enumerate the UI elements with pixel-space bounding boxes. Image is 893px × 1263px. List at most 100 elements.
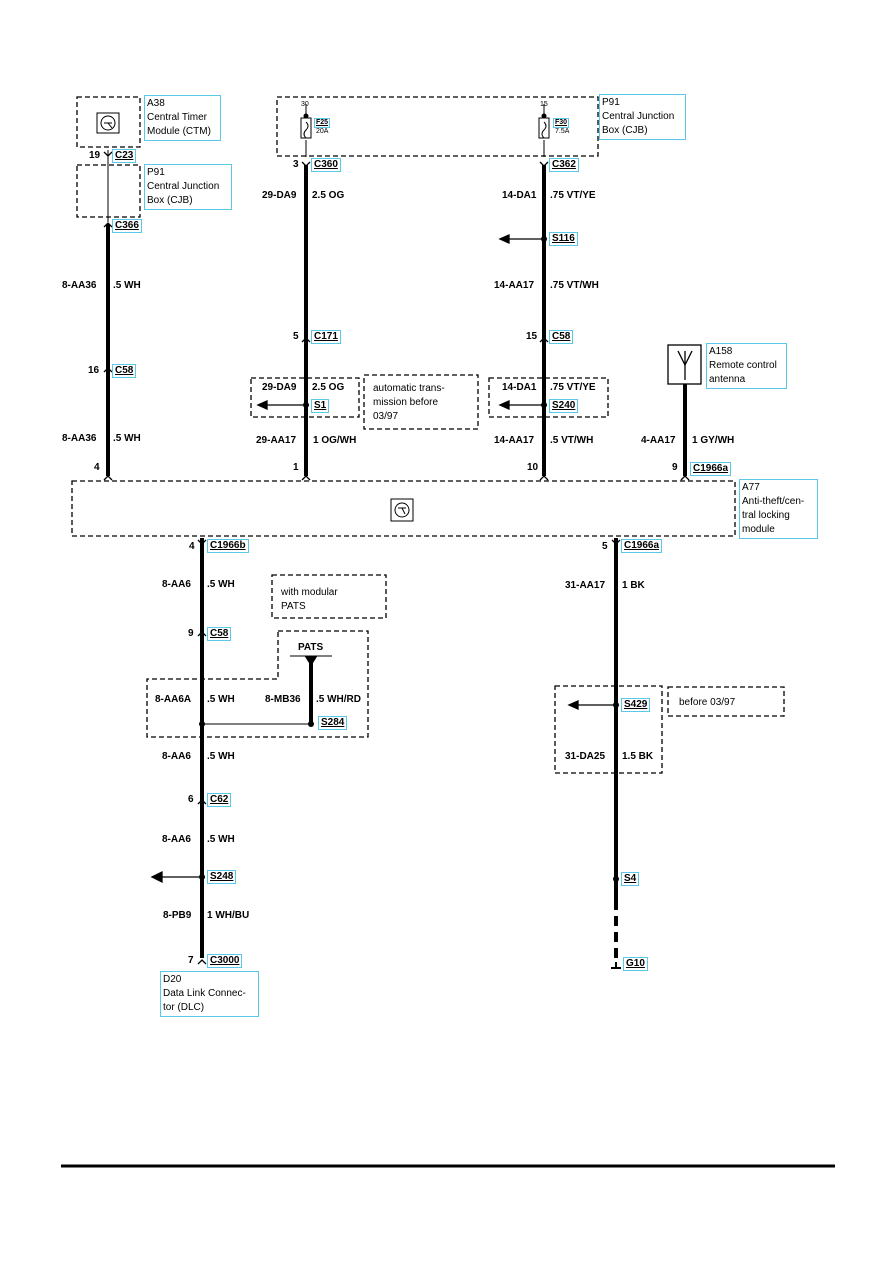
note-modular-pats: with modular PATS <box>281 587 338 612</box>
wire-spec: 2.5 OG <box>312 382 345 393</box>
pats-arrow-icon <box>304 656 318 667</box>
wire-circuit: 29-DA9 <box>262 382 297 393</box>
wire-circuit: 31-AA17 <box>565 580 606 591</box>
fuse-f30-rating: 7.5A <box>555 128 570 135</box>
connector-c23: C23 <box>112 149 137 163</box>
wire-circuit: 8-MB36 <box>265 694 301 705</box>
a158-label: A158 Remote control antenna <box>706 343 787 389</box>
pin-number: 6 <box>188 794 194 805</box>
connector-c62: C62 <box>207 793 232 807</box>
a77-label: A77 Anti-theft/cen- tral locking module <box>739 479 818 539</box>
connector-c58: C58 <box>112 364 137 378</box>
splice-s1: S1 <box>311 399 330 413</box>
pin-number: 1 <box>293 462 299 473</box>
pin-number: 5 <box>602 541 608 552</box>
fuse-f25-rating: 20A <box>316 128 329 135</box>
pin-number: 4 <box>189 541 195 552</box>
connector-c58: C58 <box>207 627 232 641</box>
a38-label: A38 Central Timer Module (CTM) <box>144 95 221 141</box>
ctm-module-icon <box>96 112 120 134</box>
d20-label: D20 Data Link Connec- tor (DLC) <box>160 971 259 1017</box>
wire-spec: 1 OG/WH <box>313 435 357 446</box>
wire-spec: .5 WH <box>207 579 235 590</box>
pin-number: 3 <box>293 159 299 170</box>
splice-s4: S4 <box>621 872 640 886</box>
splice-s429: S429 <box>621 698 651 712</box>
wire-circuit: 29-AA17 <box>256 435 297 446</box>
splice-s284: S284 <box>318 716 348 730</box>
wire-circuit: 14-AA17 <box>494 280 535 291</box>
wire-spec: .5 WH <box>207 694 235 705</box>
splice-s240: S240 <box>549 399 579 413</box>
fuse-f30-pin: 15 <box>540 101 548 108</box>
connector-c1966a: C1966a <box>621 539 663 553</box>
auto-trans-note-outline <box>363 374 479 430</box>
wire-circuit: 8-AA36 <box>62 433 97 444</box>
connector-c360: C360 <box>311 158 341 172</box>
pats-note-outline <box>271 574 387 619</box>
p91-top-outline <box>276 96 599 157</box>
splice-s248: S248 <box>207 870 237 884</box>
p91-top-label: P91 Central Junction Box (CJB) <box>599 94 686 140</box>
wire-circuit: 8-PB9 <box>163 910 192 921</box>
a77-outline <box>71 480 736 537</box>
ctm-module-icon-circle <box>100 115 116 131</box>
wire-spec: .75 VT/YE <box>550 190 596 201</box>
pin-number: 5 <box>293 331 299 342</box>
connector-c171: C171 <box>311 330 341 344</box>
pin-number: 15 <box>526 331 538 342</box>
wire-spec: .5 WH <box>207 751 235 762</box>
wire-circuit: 8-AA36 <box>62 280 97 291</box>
note-before-0397: before 03/97 <box>679 697 736 708</box>
ground-g10: G10 <box>623 957 648 971</box>
wire-spec: .5 WH <box>113 433 141 444</box>
wire-circuit: 29-DA9 <box>262 190 297 201</box>
wire-circuit: 31-DA25 <box>565 751 606 762</box>
a77-module-icon <box>390 498 414 522</box>
connector-c1966b: C1966b <box>207 539 249 553</box>
note-automatic-transmission: automatic trans- mission before 03/97 <box>373 383 445 422</box>
wire-circuit: 14-AA17 <box>494 435 535 446</box>
p91-left-label: P91 Central Junction Box (CJB) <box>144 164 232 210</box>
wire-spec: .5 WH/RD <box>316 694 361 705</box>
wire-circuit: 8-AA6A <box>155 694 192 705</box>
wire-spec: .75 VT/WH <box>550 280 599 291</box>
fuse-f25-pin: 30 <box>301 101 309 108</box>
pin-number: 19 <box>89 150 101 161</box>
fuse-f30-id: F30 <box>553 118 570 128</box>
wire-spec: .5 VT/WH <box>550 435 594 446</box>
wire-spec: 1 GY/WH <box>692 435 735 446</box>
wire-circuit: 14-DA1 <box>502 382 537 393</box>
wire-circuit: 8-AA6 <box>162 751 191 762</box>
antenna-icon <box>667 344 702 385</box>
connector-c362: C362 <box>549 158 579 172</box>
wire-spec: 1 WH/BU <box>207 910 250 921</box>
wire-circuit: 8-AA6 <box>162 834 191 845</box>
pin-number: 7 <box>188 955 194 966</box>
s429-option-outline <box>554 685 663 774</box>
pats-label: PATS <box>298 642 324 653</box>
connector-c3000: C3000 <box>207 954 243 968</box>
connector-c366: C366 <box>112 219 142 233</box>
wire-circuit: 8-AA6 <box>162 579 191 590</box>
pin-number: 9 <box>672 462 678 473</box>
wire-circuit: 4-AA17 <box>641 435 676 446</box>
a38-outline <box>76 96 141 148</box>
wire-spec: .75 VT/YE <box>550 382 596 393</box>
wire-spec: 2.5 OG <box>312 190 345 201</box>
wire-spec: 1.5 BK <box>622 751 654 762</box>
pin-number: 10 <box>527 462 539 473</box>
wire-spec: .5 WH <box>113 280 141 291</box>
splice-s116: S116 <box>549 232 578 246</box>
wire-spec: .5 WH <box>207 834 235 845</box>
fuse-icons <box>300 117 550 139</box>
wire-circuit: 14-DA1 <box>502 190 537 201</box>
wire-spec: 1 BK <box>622 580 645 591</box>
fuse-f25-id: F25 <box>314 118 331 128</box>
connector-c1966a: C1966a <box>690 462 732 476</box>
before-note-outline <box>667 686 785 717</box>
connector-c58: C58 <box>549 330 574 344</box>
pin-number: 16 <box>88 365 100 376</box>
pin-number: 4 <box>94 462 100 473</box>
